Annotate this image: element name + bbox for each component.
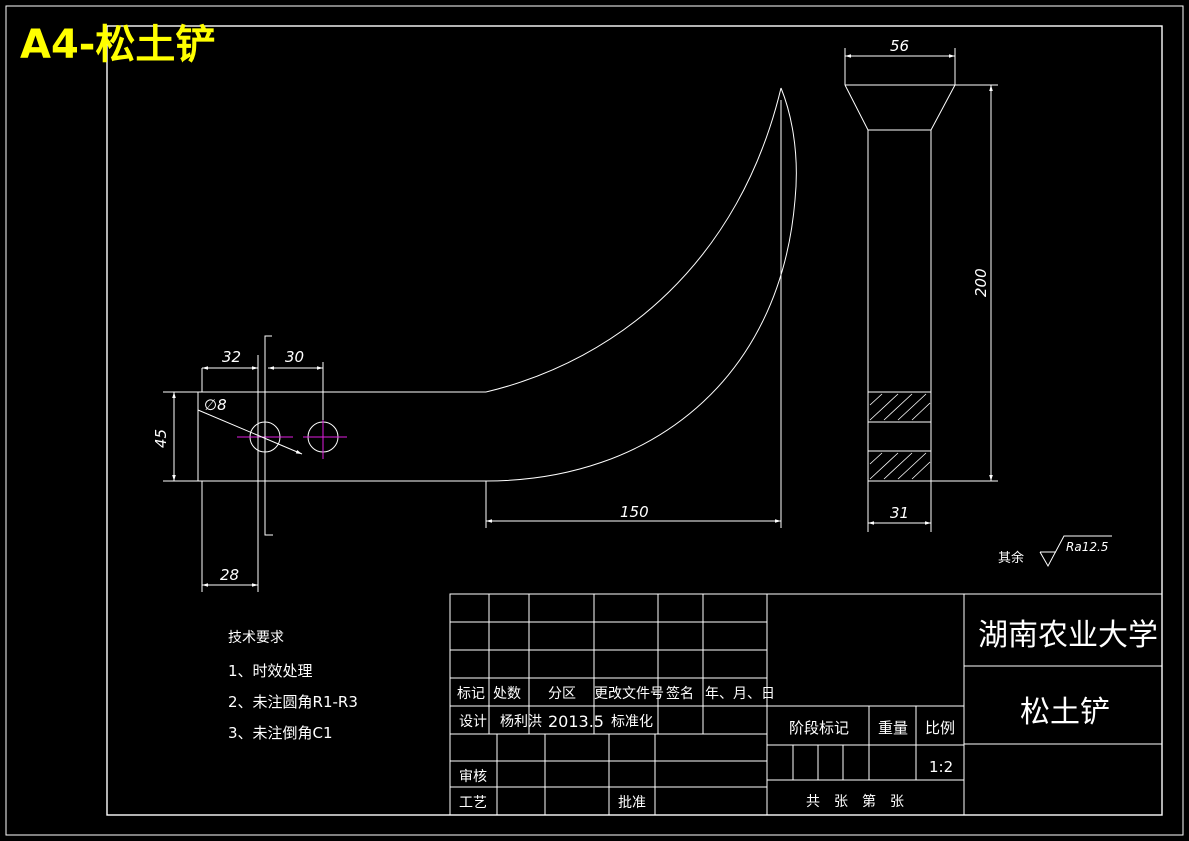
dim-45: 45 [152,429,170,448]
section-hatch [869,393,931,480]
tb-stage-mark: 阶段标记 [789,719,849,737]
tb-design-label: 设计 [459,714,487,730]
roughness-symbol: 其余 Ra12.5 [998,535,1112,568]
title-block: 标记 处数 分区 更改文件号 签名 年、月、日 设计 杨利洪 2013.5 标准… [449,593,1163,816]
tb-header-count: 处数 [493,686,521,702]
tech-item-2: 2、未注圆角R1-R3 [228,693,358,711]
roughness-value: Ra12.5 [1066,540,1108,554]
tb-scale-label: 比例 [925,719,955,737]
dim-56: 56 [890,37,909,55]
tb-header-date: 年、月、日 [705,686,775,702]
dim-200: 200 [972,268,990,297]
sheet-title: A4-松土铲 [20,22,215,68]
tech-requirements: 技术要求 1、时效处理 2、未注圆角R1-R3 3、未注倒角C1 [228,630,358,742]
tech-heading: 技术要求 [228,630,284,646]
side-view: 56 200 31 [844,37,998,532]
dim-28: 28 [220,566,239,584]
tb-sheets: 共 张 第 张 [806,793,904,810]
dim-31: 31 [890,504,909,522]
tech-item-3: 3、未注倒角C1 [228,724,333,742]
tb-header-zone: 分区 [548,686,576,702]
dim-30: 30 [285,348,304,366]
tech-item-1: 1、时效处理 [228,662,313,680]
tb-approve: 批准 [618,795,646,811]
tb-header-sign: 签名 [666,685,694,702]
tb-scale-value: 1:2 [929,758,953,776]
dim-dia8: ∅8 [204,396,227,414]
tb-header-change-doc: 更改文件号 [594,686,664,702]
tb-standardize: 标准化 [611,714,653,730]
dim-32: 32 [222,348,241,366]
tb-designer: 杨利洪 [500,714,542,730]
tb-header-mark: 标记 [457,686,485,702]
roughness-prefix: 其余 [998,550,1024,566]
outer-frame [5,5,1184,836]
tb-weight: 重量 [878,719,908,737]
tb-review: 审核 [459,769,487,785]
tb-date: 2013.5 [548,712,604,731]
dim-150: 150 [620,503,649,521]
tb-school: 湖南农业大学 [978,618,1158,653]
tb-part-name: 松土铲 [1020,695,1110,730]
front-view: 32 30 ∅8 45 28 150 [152,87,797,592]
tb-process: 工艺 [459,795,487,811]
